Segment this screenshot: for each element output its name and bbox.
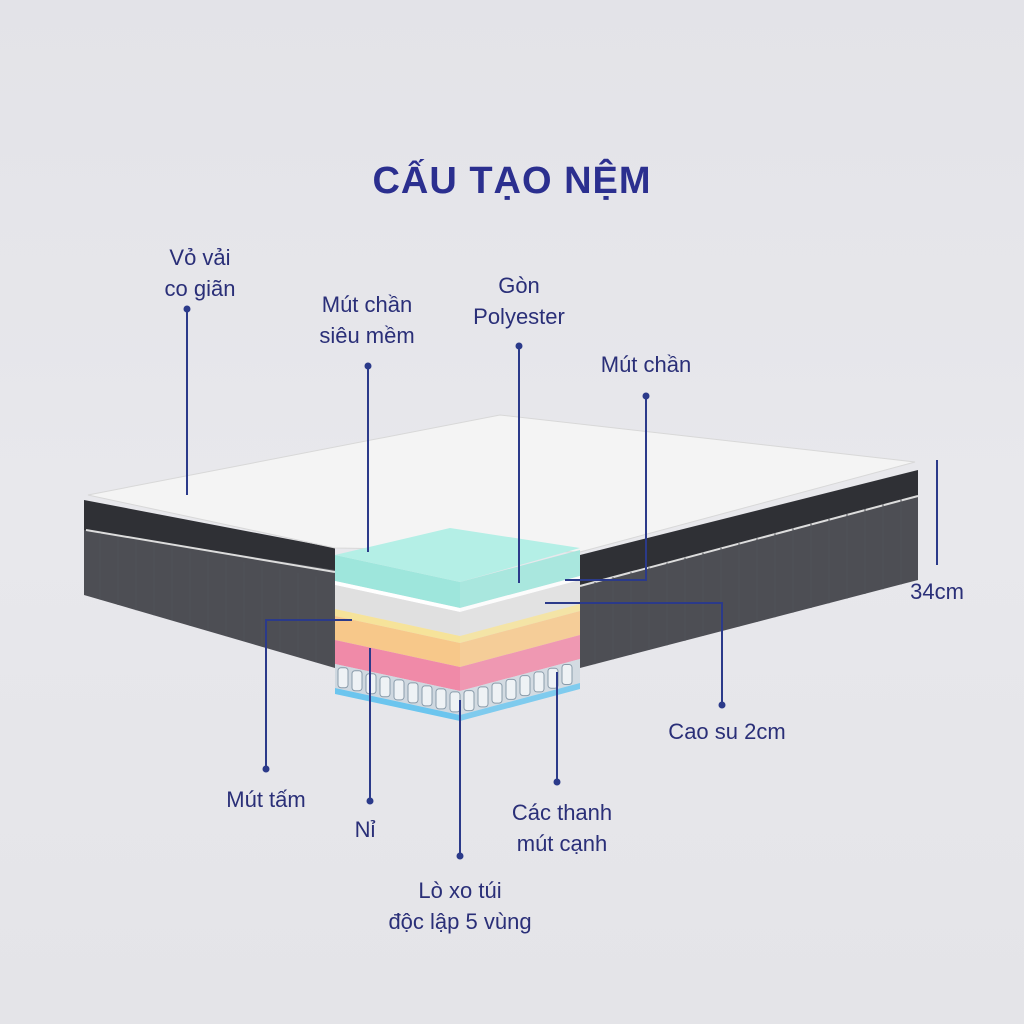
leader-dots xyxy=(183,305,726,860)
pocket-spring xyxy=(561,663,573,685)
layer-latex-left xyxy=(335,609,460,643)
layer-felt-right xyxy=(460,635,580,691)
label-felt: Nỉ xyxy=(354,817,376,842)
pocket-spring xyxy=(533,671,545,693)
layer-foam-sheet-right xyxy=(460,611,580,667)
pocket-spring xyxy=(505,678,517,700)
layer-latex-right xyxy=(460,604,580,643)
pocket-spring xyxy=(449,691,461,713)
layer-top-foam-left xyxy=(335,555,460,608)
pocket-spring xyxy=(519,675,531,697)
pocket-spring xyxy=(463,690,475,712)
pocket-spring xyxy=(435,688,447,710)
pocket-spring xyxy=(407,682,419,704)
layer-divider-left xyxy=(335,581,460,612)
pocket-spring xyxy=(393,679,405,701)
pocket-spring xyxy=(491,682,503,704)
label-latex: Cao su 2cm xyxy=(668,719,786,744)
mattress xyxy=(84,414,919,668)
label-height: 34cm xyxy=(910,579,964,604)
page-title: CẤU TẠO NỆM xyxy=(372,160,652,202)
pocket-spring xyxy=(477,686,489,708)
mattress-pillow-top-band xyxy=(84,500,335,570)
pocket-spring xyxy=(421,685,433,707)
pocket-spring xyxy=(351,670,363,692)
layer-base-left xyxy=(335,688,460,721)
layer-fiber-right xyxy=(460,580,580,636)
layer-divider-right xyxy=(460,576,580,612)
mattress-right-side xyxy=(580,478,918,668)
pocket-spring xyxy=(337,667,349,689)
cutaway-layers xyxy=(335,528,580,721)
mattress-pillow-top-band-right xyxy=(580,470,918,585)
pocket-spring xyxy=(379,676,391,698)
mattress-top-surface xyxy=(87,414,916,553)
layer-felt-left xyxy=(335,640,460,691)
label-foam-sheet: Mút tấm xyxy=(226,787,306,812)
layer-foam-sheet-left xyxy=(335,616,460,667)
leader-lines xyxy=(186,309,938,856)
label-quilted-foam: Mút chần xyxy=(600,352,692,377)
layer-fiber-left xyxy=(335,585,460,636)
layer-base-right xyxy=(460,683,580,721)
